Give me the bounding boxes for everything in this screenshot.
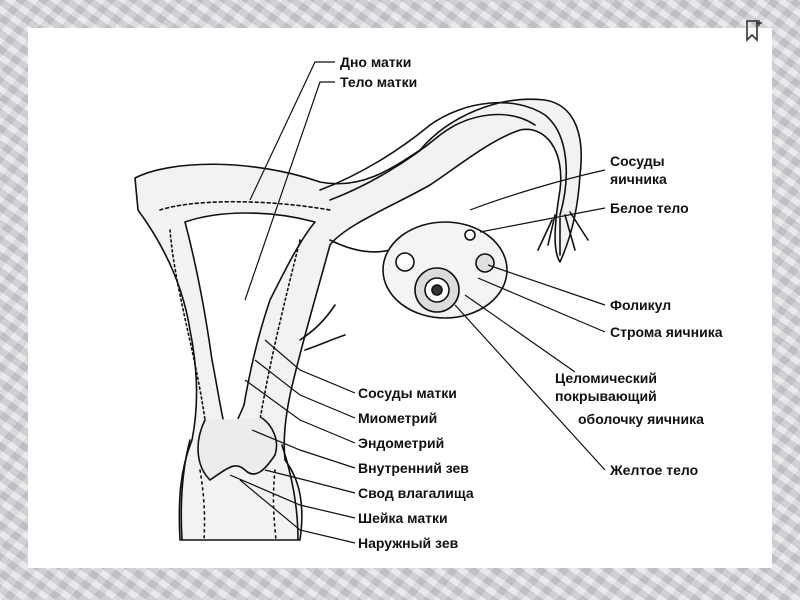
- label-coelomic-2: покрывающий: [555, 388, 657, 404]
- label-endometrium: Эндометрий: [358, 435, 445, 451]
- corpus-albicans-mark: [395, 252, 415, 272]
- vagina-wall-right: [281, 444, 299, 541]
- label-external-os: Наружный зев: [358, 535, 459, 551]
- label-fundus: Дно матки: [340, 54, 412, 70]
- label-ovary-vessels-2: яичника: [610, 171, 667, 187]
- fallopian-tube: [319, 101, 568, 216]
- label-cervix: Шейка матки: [358, 510, 448, 526]
- vagina-wall-left: [180, 439, 191, 541]
- label-ovary-stroma: Строма яичника: [610, 324, 723, 340]
- label-body: Тело матки: [340, 74, 418, 90]
- label-corpus-luteum: Желтое тело: [610, 462, 699, 478]
- uterine-cavity: [184, 212, 316, 441]
- label-coelomic-1: Целомический: [555, 370, 657, 386]
- label-follicle: Фоликул: [610, 297, 672, 313]
- label-internal-os: Внутренний зев: [358, 460, 469, 476]
- label-myometrium: Миометрий: [358, 410, 438, 426]
- corpus-luteum-mark: [475, 253, 495, 273]
- cervix: [197, 417, 278, 481]
- label-ovary-vessels-1: Сосуды: [610, 153, 665, 169]
- bookmark-plus-icon[interactable]: [744, 18, 764, 44]
- label-corpus-albicans: Белое тело: [610, 200, 689, 216]
- label-coelomic-3: оболочку яичника: [578, 411, 704, 427]
- label-vaginal-fornix: Свод влагалища: [358, 485, 474, 501]
- label-uterine-vessels: Сосуды матки: [358, 385, 457, 401]
